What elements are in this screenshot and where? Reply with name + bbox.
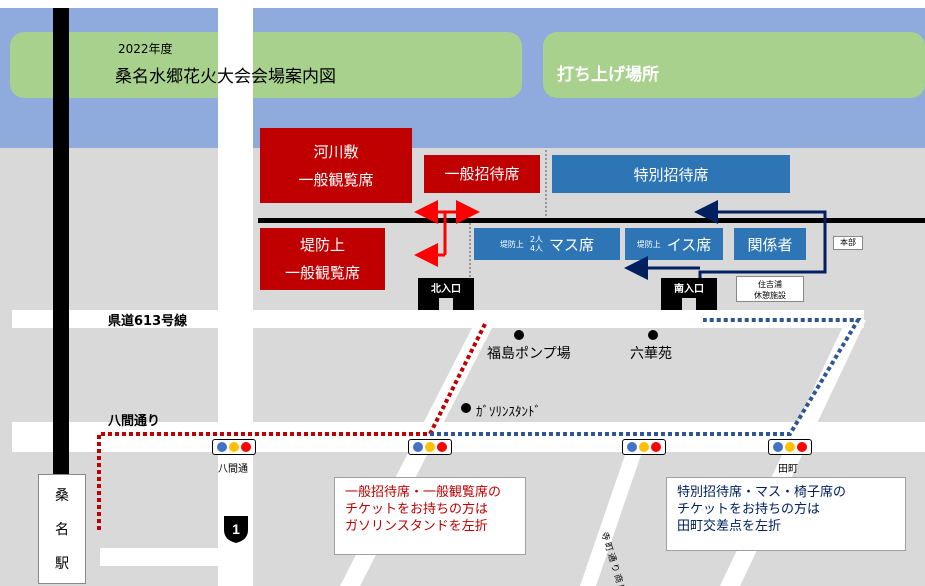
blue-arrow-top	[694, 200, 827, 282]
fukushima-label: 福島ポンプ場	[487, 346, 571, 362]
masu-capacity-4: 4人	[529, 244, 544, 253]
side-road	[100, 548, 218, 566]
masu-capacity-2: 2人	[529, 235, 544, 244]
isu-prefix: 堤防上	[636, 239, 661, 249]
isu-seat: 堤防上 イス席	[625, 228, 723, 260]
signal-teramachi	[622, 439, 666, 455]
signal-hachikendori	[212, 439, 256, 455]
staff-seat: 関係者	[734, 228, 806, 260]
south-gate: 南入口	[661, 278, 717, 310]
rokkaen-label: 六華苑	[630, 346, 672, 362]
railway-line	[53, 8, 69, 478]
north-gate-label: 北入口	[431, 284, 461, 295]
blue-route-note: 特別招待席・マス・椅子席の チケットをお持ちの方は 田町交差点を左折	[666, 477, 906, 551]
launch-site-area	[543, 32, 925, 98]
signal-tamachi	[768, 439, 812, 455]
masu-capacity: 2人 4人	[530, 235, 543, 253]
general-invite-seat: 一般招待席	[424, 155, 540, 193]
red-route	[97, 321, 488, 530]
station-char-1: 桑	[55, 488, 69, 504]
special-invite-seat: 特別招待席	[552, 155, 790, 193]
north-gate: 北入口	[418, 278, 474, 310]
station-char-3: 駅	[55, 556, 69, 572]
prefectural-road	[12, 310, 864, 328]
south-gate-label: 南入口	[674, 284, 704, 295]
gas-station-label: ｶﾞｿﾘﾝｽﾀﾝﾄﾞ	[476, 405, 541, 420]
rokkaen-marker	[648, 330, 658, 340]
intersection-hachikendori-label: 八間通	[218, 464, 248, 475]
embankment-general-seat: 堤防上 一般観覧席	[260, 228, 385, 290]
title-year: 2022年度	[118, 42, 173, 56]
prefectural-road-label: 県道613号線	[108, 314, 188, 329]
isu-label: イス席	[666, 235, 712, 254]
riverbed-general-seat: 河川敷 一般観覧席	[260, 128, 412, 203]
masu-prefix: 堤防上	[499, 239, 524, 249]
launch-site-label: 打ち上げ場所	[557, 65, 659, 85]
route-1-number: 1	[232, 521, 240, 537]
signal-gas-station	[408, 439, 452, 455]
kuwana-station: 桑 名 駅	[38, 474, 86, 584]
fukushima-marker	[514, 330, 524, 340]
station-char-2: 名	[55, 522, 69, 538]
gas-station-marker	[461, 403, 471, 413]
hachikendori-road-label: 八間通り	[108, 414, 161, 429]
route-1-shield-icon: 1	[224, 516, 248, 543]
diagonal-road-middle	[580, 452, 642, 586]
blue-route	[430, 318, 862, 436]
intersection-tamachi-label: 田町	[778, 464, 798, 475]
hq-box: 本部	[833, 236, 863, 250]
rest-facility-box: 住吉浦 休憩施設	[736, 276, 804, 302]
red-route-note: 一般招待席・一般観覧席の チケットをお持ちの方は ガソリンスタンドを左折	[334, 477, 526, 555]
page-title: 桑名水郷花火大会会場案内図	[115, 67, 336, 87]
masu-label: マス席	[549, 235, 595, 254]
title-green-area	[10, 32, 522, 98]
vertical-road	[218, 0, 253, 586]
embankment-line	[258, 218, 925, 223]
masu-seat: 堤防上 2人 4人 マス席	[474, 228, 620, 260]
